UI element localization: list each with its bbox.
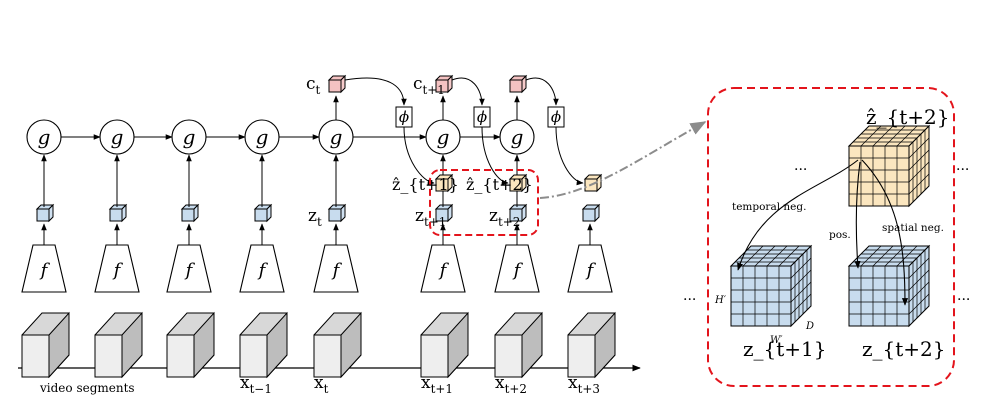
phi-to-zhat-arrow xyxy=(481,126,509,186)
inset-zhat-cube xyxy=(847,124,931,208)
autoregressive-g: g xyxy=(244,119,280,155)
c-to-phi-arrow xyxy=(451,77,485,106)
column-4: f zt xt g ct xyxy=(306,74,362,396)
inset-z-t2-label: z_{t+2} xyxy=(862,337,946,361)
c-cube xyxy=(434,74,454,94)
video-segment xyxy=(94,311,143,379)
g-label: g xyxy=(437,125,450,149)
highlight-box xyxy=(429,169,539,236)
column-3: f xt−1 g xyxy=(239,119,288,396)
z-cube xyxy=(35,203,55,223)
phi-label: ϕ xyxy=(477,108,487,126)
video-segments-label: video segments xyxy=(39,381,135,395)
video-segment xyxy=(494,311,543,379)
spatial-neg-arrow xyxy=(861,159,909,306)
encoder-f: f xyxy=(567,244,613,293)
ellipsis-bottom-left: ... xyxy=(683,288,696,304)
zoom-inset: ẑ_{t+2} z_{t+1} z_{t+2} temporal neg. sp… xyxy=(683,87,970,387)
zhat-t1-label: ẑ_{t+1} xyxy=(392,175,459,194)
z-cube xyxy=(581,203,601,223)
autoregressive-g: g xyxy=(171,119,207,155)
g-label: g xyxy=(330,125,343,149)
g-label: g xyxy=(38,125,51,149)
inset-dashed-border xyxy=(707,87,955,387)
autoregressive-g: g xyxy=(318,119,354,155)
column-2: fg xyxy=(166,119,215,379)
inset-zhat-label: ẑ_{t+2} xyxy=(866,105,950,129)
encoder-f: f xyxy=(313,244,359,293)
H-dim-label: H′ xyxy=(714,295,727,306)
video-segment xyxy=(166,311,215,379)
column-7: f xt+3 xyxy=(567,203,616,396)
autoregressive-g: g xyxy=(26,119,62,155)
z-cube xyxy=(434,203,454,223)
c-cube xyxy=(327,74,347,94)
prediction-phi: ϕ xyxy=(395,106,413,128)
c-to-phi-arrow xyxy=(525,77,559,106)
encoder-f: f xyxy=(494,244,540,293)
video-segment xyxy=(239,311,288,379)
column-1: fg xyxy=(94,119,143,379)
zhat-cube xyxy=(434,173,454,193)
inset-z-t2-cube xyxy=(847,244,931,328)
ellipsis-top-left: ... xyxy=(794,158,807,174)
phi-label: ϕ xyxy=(551,108,561,126)
x-label: xt−1 xyxy=(240,373,272,396)
ellipsis-bottom-right: ... xyxy=(957,288,970,304)
pos-arrow xyxy=(854,161,861,269)
temporal-neg-arrow xyxy=(737,159,859,271)
prediction-phi: ϕ xyxy=(547,106,565,128)
spatial-neg-label: spatial neg. xyxy=(882,222,944,234)
columns-layer: fgfgfgfxt−1gfztxtgctfzt+1xt+1gct+1fzt+2x… xyxy=(21,74,616,396)
x-label: xt+3 xyxy=(568,373,600,396)
zhat-cube xyxy=(508,173,528,193)
z-cube xyxy=(253,203,273,223)
g-label: g xyxy=(111,125,124,149)
z-label: zt xyxy=(308,206,322,229)
z-cube xyxy=(327,203,347,223)
x-label: xt+2 xyxy=(495,373,527,396)
g-label: g xyxy=(183,125,196,149)
autoregressive-g: g xyxy=(425,119,461,155)
W-dim-label: W′ xyxy=(770,335,783,346)
D-dim-label: D xyxy=(805,321,814,332)
zoom-connector-arrow xyxy=(539,121,707,199)
phi-label: ϕ xyxy=(399,108,409,126)
x-label: xt+1 xyxy=(421,373,453,396)
encoder-f: f xyxy=(94,244,140,293)
video-segment xyxy=(313,311,362,379)
pos-label: pos. xyxy=(829,229,851,241)
g-label: g xyxy=(511,125,524,149)
g-label: g xyxy=(256,125,269,149)
inset-z-t1-label: z_{t+1} xyxy=(743,337,827,361)
z-cube xyxy=(508,203,528,223)
zhat-t2-label: ẑ_{t+2} xyxy=(466,175,533,194)
autoregressive-g: g xyxy=(499,119,535,155)
phi-to-zhat-arrow xyxy=(555,126,584,186)
x-label: xt xyxy=(314,373,329,396)
z-cube xyxy=(108,203,128,223)
encoder-f: f xyxy=(166,244,212,293)
ellipsis-top-right: ... xyxy=(956,158,969,174)
inset-z-t1-cube xyxy=(729,244,813,328)
z-cube xyxy=(180,203,200,223)
autoregressive-g: g xyxy=(99,119,135,155)
encoder-f: f xyxy=(21,244,67,293)
encoder-f: f xyxy=(239,244,285,293)
video-segment xyxy=(567,311,616,379)
c-cube xyxy=(508,74,528,94)
c-to-phi-arrow xyxy=(344,77,407,106)
c-label: ct+1 xyxy=(413,74,445,97)
prediction-phi: ϕ xyxy=(473,106,491,128)
c-label: ct xyxy=(306,74,321,97)
column-0: fg xyxy=(21,119,70,379)
temporal-neg-label: temporal neg. xyxy=(732,201,806,213)
z-label: zt+2 xyxy=(489,206,520,229)
video-segment xyxy=(21,311,70,379)
encoder-f: f xyxy=(420,244,466,293)
video-segment xyxy=(420,311,469,379)
